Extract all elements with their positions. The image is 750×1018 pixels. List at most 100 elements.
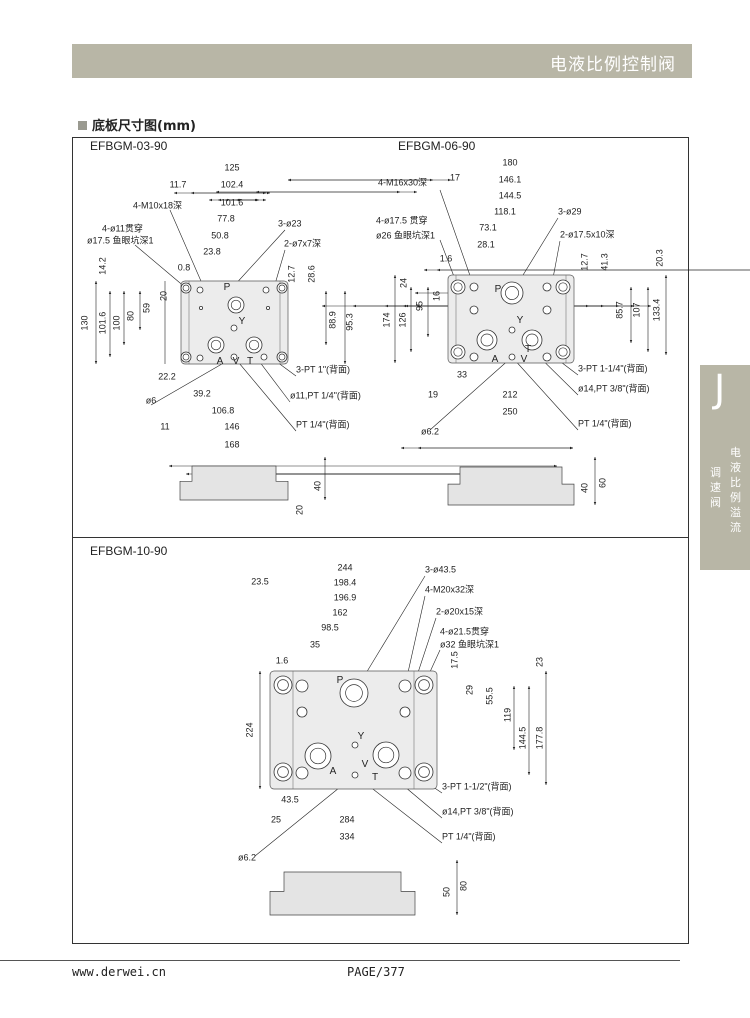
fig3-dimension-label: 284 xyxy=(339,814,355,825)
mounting-hole-inner xyxy=(182,284,190,292)
fig2-dimension-label: 85.7 xyxy=(614,301,625,319)
fig3-dimension-label: 177.8 xyxy=(534,726,545,750)
fig2-dimension-label: ø26 鱼眼坑深1 xyxy=(376,230,436,241)
port-p-inner xyxy=(505,286,519,300)
drawing-frame xyxy=(72,137,689,944)
threaded-hole xyxy=(398,766,412,780)
port-a xyxy=(207,336,225,354)
dimension-line xyxy=(134,244,187,289)
mounting-hole-inner xyxy=(278,284,286,292)
fig2-dimension-label: 212 xyxy=(502,389,518,400)
pin-hole xyxy=(399,706,411,718)
header-bar: 电液比例控制阀 xyxy=(72,44,692,78)
fig1-port-label: Y xyxy=(238,316,246,327)
fig2-dimension-label: 2-ø17.5x10深 xyxy=(560,229,615,240)
fig2-dimension-label: 17 xyxy=(449,172,461,183)
port-a xyxy=(304,742,332,770)
fig1-dimension-label: ø6 xyxy=(145,395,157,406)
fig2-port-label: P xyxy=(494,284,502,295)
fig2-dimension-label: 250 xyxy=(502,406,518,417)
threaded-hole xyxy=(295,679,309,693)
mounting-hole xyxy=(276,282,288,294)
mounting-hole xyxy=(180,351,192,363)
fig2-dimension-label: 95 xyxy=(414,300,425,312)
fig2-dimension-label: 4-M16x30深 xyxy=(378,177,428,188)
fig3-port-label: Y xyxy=(357,731,365,742)
fig2-dimension-label: 28.1 xyxy=(477,239,495,250)
port-v xyxy=(508,353,516,361)
fig2-dimension-label: 126 xyxy=(397,312,408,328)
fig2-dimension-label: 118.1 xyxy=(494,206,516,217)
fig3-dimension-label: 98.5 xyxy=(321,622,339,633)
fig2-dimension-label: 4-ø17.5 贯穿 xyxy=(376,215,428,226)
threaded-hole xyxy=(398,679,412,693)
fig2-dimension-label: 3-PT 1-1/4"(背面) xyxy=(578,363,648,374)
fig1-dimension-label: 20 xyxy=(158,290,169,302)
fig1-port-label: V xyxy=(232,356,240,367)
fig1-dimension-label: 106.8 xyxy=(211,405,235,416)
port-t-inner xyxy=(248,339,260,351)
fig1-dimension-label: 101.6 xyxy=(220,197,244,208)
fig2-dimension-label: 3-ø29 xyxy=(558,206,582,217)
fig2-dimension-label: 1.6 xyxy=(439,253,453,264)
mounting-hole-inner xyxy=(418,766,430,778)
fig1-side-view xyxy=(179,465,289,501)
mounting-hole-inner xyxy=(558,347,568,357)
fig1-dimension-label: ø11,PT 1/4"(背面) xyxy=(290,390,361,401)
port-p xyxy=(500,281,524,305)
mounting-hole xyxy=(450,279,466,295)
fig3-port-label: T xyxy=(371,772,379,783)
mounting-hole-inner xyxy=(453,282,463,292)
fig3-dimension-label: 198.4 xyxy=(333,577,357,588)
fig3-side-view xyxy=(269,871,416,916)
fig2-side-view xyxy=(447,466,575,506)
fig3-dimension-label: 23.5 xyxy=(251,576,269,587)
fig1-dimension-label: ø17.5 鱼眼坑深1 xyxy=(87,235,154,246)
threaded-hole xyxy=(260,353,268,361)
fig2-dimension-label: 16 xyxy=(431,290,442,302)
port-a-inner xyxy=(480,333,494,347)
fig3-port-label: A xyxy=(329,766,337,777)
fig3-dimension-label: 25 xyxy=(270,814,282,825)
fig1-dimension-label: 11 xyxy=(160,421,170,432)
fig3-dimension-label: 50 xyxy=(441,886,452,898)
section-title: 底板尺寸图(mm) xyxy=(78,115,196,134)
port-p-inner xyxy=(345,684,363,702)
fig2-dimension-label: 24 xyxy=(398,277,409,289)
fig2-port-label: A xyxy=(491,354,499,365)
mounting-hole xyxy=(180,282,192,294)
side-tab-line2: 调速阀 xyxy=(710,466,721,509)
fig1-dimension-label: 168 xyxy=(224,439,240,450)
fig1-dimension-label: 77.8 xyxy=(217,213,235,224)
fig3-dimension-label: 29 xyxy=(464,684,475,696)
fig2-dimension-label: 12.7 xyxy=(579,253,590,271)
fig3-port-label: P xyxy=(336,675,344,686)
threaded-hole xyxy=(469,352,479,362)
threaded-hole xyxy=(469,282,479,292)
fig2-dimension-label: 20.3 xyxy=(654,249,665,267)
fig1-dimension-label: 20 xyxy=(294,504,305,516)
mounting-hole xyxy=(273,675,293,695)
port-t xyxy=(245,336,263,354)
fig3-dimension-label: 1.6 xyxy=(275,655,289,666)
pin-hole xyxy=(542,305,552,315)
footer-website[interactable]: www.derwei.cn xyxy=(72,965,166,979)
header-title: 电液比例控制阀 xyxy=(550,55,676,75)
footer-page: PAGE/377 xyxy=(347,965,405,979)
fig3-dimension-label: 23 xyxy=(534,656,545,668)
fig3-dimension-label: 3-PT 1-1/2"(背面) xyxy=(442,781,512,792)
mounting-hole-inner xyxy=(558,282,568,292)
mounting-hole-inner xyxy=(418,679,430,691)
port-t xyxy=(521,329,543,351)
port-p-inner xyxy=(230,299,242,311)
mounting-hole xyxy=(276,351,288,363)
fig3-dimension-label: 43.5 xyxy=(281,794,299,805)
mounting-hole xyxy=(555,279,571,295)
fig2-dimension-label: 41.3 xyxy=(599,253,610,271)
fig3-dimension-label: 55.5 xyxy=(484,687,495,705)
fig2-dimension-label: 180 xyxy=(502,157,518,168)
port-p xyxy=(227,296,245,314)
fig1-port-label: P xyxy=(223,282,231,293)
threaded-hole xyxy=(542,282,552,292)
fig2-title: EFBGM-06-90 xyxy=(398,139,476,153)
